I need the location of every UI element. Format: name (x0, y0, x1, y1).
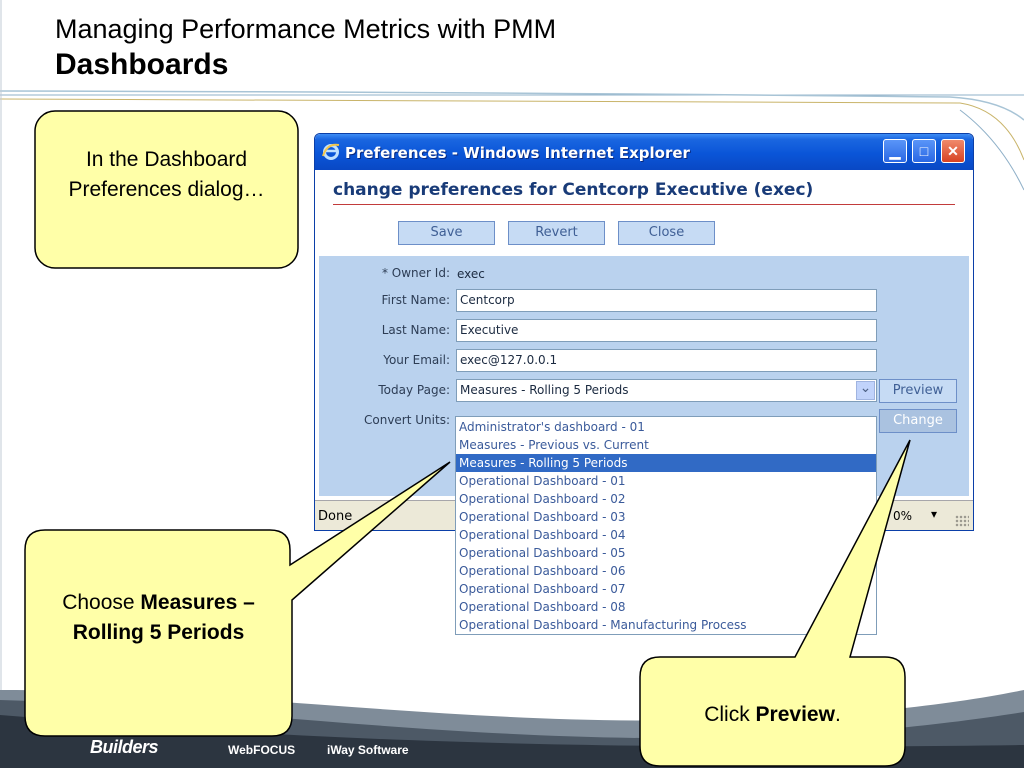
revert-button[interactable]: Revert (508, 221, 605, 245)
first-name-field[interactable]: Centcorp (456, 289, 877, 312)
today-page-value: Measures - Rolling 5 Periods (460, 383, 629, 397)
callout-dialog-text: In the Dashboard Preferences dialog… (68, 148, 265, 201)
dropdown-arrow-icon[interactable]: ⌄ (856, 381, 875, 400)
save-button[interactable]: Save (398, 221, 495, 245)
close-button[interactable]: Close (618, 221, 715, 245)
dropdown-option[interactable]: Operational Dashboard - 04 (459, 528, 626, 542)
ie-logo-icon (322, 143, 340, 160)
dropdown-option[interactable]: Measures - Rolling 5 Periods (456, 454, 876, 472)
dropdown-option[interactable]: Operational Dashboard - 07 (459, 582, 626, 596)
callout-click-bold: Preview (755, 703, 835, 726)
maximize-button[interactable]: □ (912, 139, 936, 163)
webfocus-logo: WebFOCUS (228, 743, 296, 757)
zoom-dropdown-icon[interactable]: ▾ (931, 507, 938, 521)
last-name-field[interactable]: Executive (456, 319, 877, 342)
builders-logo: Builders (90, 737, 159, 757)
dropdown-option[interactable]: Operational Dashboard - Manufacturing Pr… (459, 618, 747, 632)
dropdown-option[interactable]: Operational Dashboard - 02 (459, 492, 626, 506)
callout-click-suffix: . (834, 703, 841, 726)
iway-logo: iWay Software (327, 743, 409, 757)
email-label: Your Email: (383, 353, 450, 367)
owner-id-value: exec (457, 267, 485, 281)
today-page-dropdown-list[interactable]: Administrator's dashboard - 01 Measures -… (455, 416, 877, 635)
window-titlebar[interactable]: Preferences - Windows Internet Explorer … (315, 134, 973, 170)
close-window-button[interactable]: ✕ (941, 139, 965, 163)
preferences-heading: change preferences for Centcorp Executiv… (333, 180, 814, 200)
today-page-label: Today Page: (378, 383, 450, 397)
owner-id-label: * Owner Id: (381, 266, 450, 280)
dropdown-option[interactable]: Operational Dashboard - 01 (459, 474, 626, 488)
first-name-label: First Name: (381, 293, 450, 307)
preview-button[interactable]: Preview (879, 379, 957, 403)
callout-choose-prefix: Choose (62, 591, 141, 614)
convert-units-label: Convert Units: (364, 413, 450, 427)
status-text: Done (318, 509, 353, 524)
dropdown-option[interactable]: Administrator's dashboard - 01 (459, 420, 645, 434)
resize-grip-icon[interactable] (955, 515, 969, 527)
dropdown-option[interactable]: Operational Dashboard - 05 (459, 546, 626, 560)
slide-subtitle: Dashboards (55, 48, 229, 81)
window-title: Preferences - Windows Internet Explorer (345, 144, 690, 162)
today-page-select[interactable]: Measures - Rolling 5 Periods ⌄ (456, 379, 877, 402)
dropdown-option[interactable]: Measures - Previous vs. Current (459, 438, 649, 452)
email-field[interactable]: exec@127.0.0.1 (456, 349, 877, 372)
callout-click-text: Click Preview. (650, 700, 895, 730)
callout-choose-text: Choose Measures – Rolling 5 Periods (35, 588, 282, 648)
heading-divider (333, 204, 955, 205)
change-button[interactable]: Change (879, 409, 957, 433)
zoom-level[interactable]: 0% (893, 509, 913, 523)
callout-choose-bold: Measures – Rolling 5 Periods (72, 591, 255, 644)
slide-title: Managing Performance Metrics with PMM (55, 14, 557, 44)
last-name-label: Last Name: (381, 323, 450, 337)
dropdown-option[interactable]: Operational Dashboard - 08 (459, 600, 626, 614)
minimize-button[interactable]: ▁ (883, 139, 907, 163)
dropdown-option[interactable]: Operational Dashboard - 06 (459, 564, 626, 578)
callout-click-prefix: Click (704, 703, 756, 726)
dropdown-option[interactable]: Operational Dashboard - 03 (459, 510, 626, 524)
